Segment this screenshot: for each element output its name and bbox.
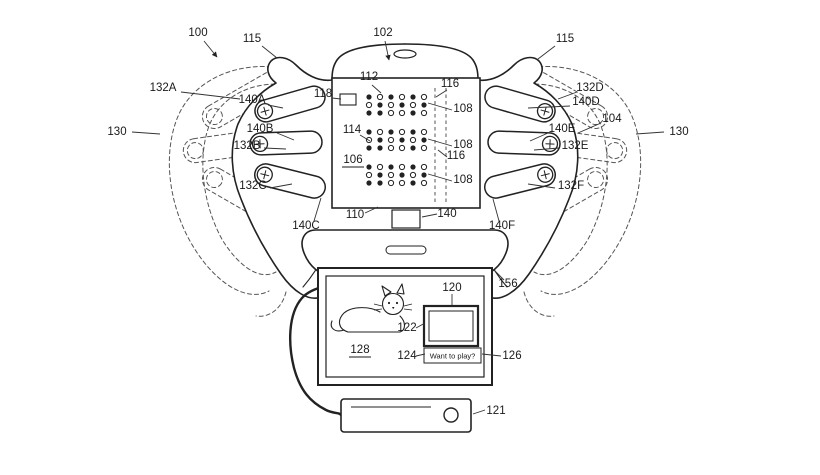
- ref-label-118: 118: [314, 88, 332, 100]
- panel-indicator-block: [339, 93, 357, 106]
- connector-block: [391, 209, 421, 229]
- ref-label-124: 124: [397, 350, 417, 362]
- prompt-box: Want to play?: [423, 347, 482, 364]
- ref-label-116-mid: 116: [447, 150, 465, 162]
- bottom-housing: [301, 209, 509, 279]
- ref-label-106: 106: [343, 154, 362, 166]
- speaker-oval: [393, 49, 417, 59]
- ref-label-115-right: 115: [556, 33, 574, 45]
- ref-label-130-left: 130: [107, 126, 126, 138]
- screen-prompt-text: Want to play?: [430, 352, 476, 361]
- ref-label-122: 122: [397, 322, 416, 334]
- ref-label-132F: 132F: [558, 180, 584, 192]
- ref-label-102: 102: [373, 27, 392, 39]
- ref-label-132C: 132C: [239, 180, 267, 192]
- ref-label-116-top: 116: [441, 78, 459, 90]
- ref-label-132E: 132E: [562, 140, 589, 152]
- ref-label-140D: 140D: [572, 96, 600, 108]
- controller-body: [231, 43, 579, 300]
- ref-label-104: 104: [602, 113, 622, 125]
- ref-label-108-mid: 108: [453, 139, 472, 151]
- leader-lines: [131, 40, 665, 415]
- game-window: [422, 304, 480, 348]
- paddles-right: [482, 84, 560, 201]
- cat-drawing: [330, 283, 413, 333]
- housing-slot: [385, 245, 427, 255]
- console-power-button: [443, 407, 459, 423]
- ref-label-126: 126: [502, 350, 521, 362]
- ref-label-132B: 132B: [234, 140, 261, 152]
- ref-label-108-top: 108: [453, 103, 472, 115]
- ref-label-140: 140: [437, 208, 456, 220]
- ref-label-140C: 140C: [292, 220, 320, 232]
- ref-label-132A: 132A: [150, 82, 177, 94]
- ref-label-132D: 132D: [576, 82, 604, 94]
- ref-label-100: 100: [188, 27, 207, 39]
- center-panel: [331, 77, 481, 209]
- ref-label-140E: 140E: [549, 123, 576, 135]
- ref-label-128: 128: [350, 344, 369, 356]
- reference-labels: 100 115 102 115 132A 140A 118 112 116 13…: [107, 27, 688, 417]
- ref-label-140A: 140A: [239, 94, 266, 106]
- ref-label-120: 120: [442, 282, 461, 294]
- ref-label-110: 110: [346, 209, 364, 221]
- display: Want to play?: [317, 267, 493, 386]
- ref-label-130-right: 130: [669, 126, 688, 138]
- ref-label-112: 112: [360, 71, 378, 83]
- ref-label-108-bottom: 108: [453, 174, 472, 186]
- ref-label-114: 114: [343, 124, 362, 136]
- ref-label-121: 121: [486, 405, 505, 417]
- console: [340, 398, 472, 433]
- ref-label-156: 156: [498, 278, 517, 290]
- ref-label-140B: 140B: [247, 123, 274, 135]
- ref-label-140F: 140F: [489, 220, 515, 232]
- ref-label-115-left: 115: [243, 33, 261, 45]
